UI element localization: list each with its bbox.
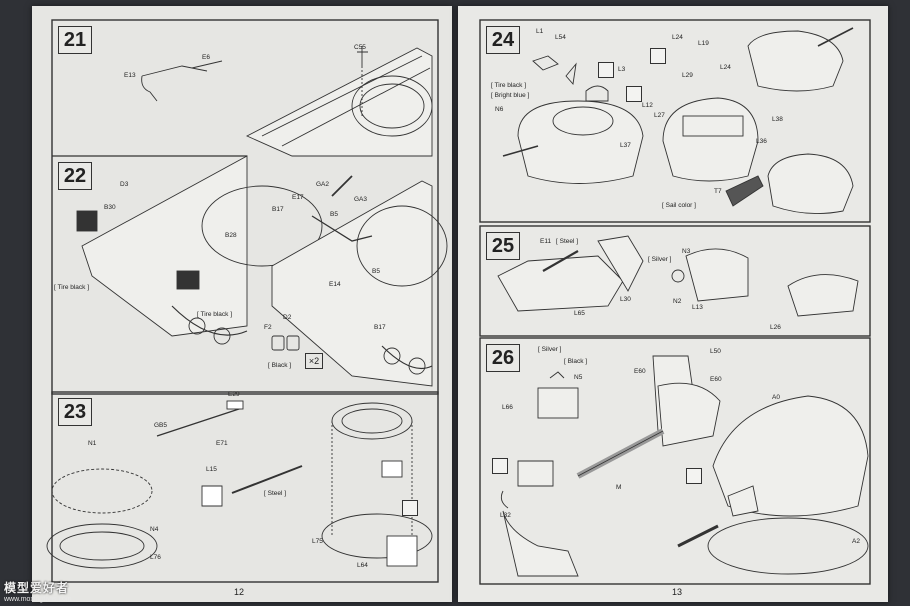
part-label: GB5	[154, 422, 168, 429]
part-label: L64	[357, 562, 368, 569]
glue-icon	[492, 458, 508, 474]
instruction-page-right: 24 25 26 L1 L54 [ Tire black ] [ Bright …	[458, 6, 888, 602]
part-label: L24	[672, 34, 683, 41]
part-label: L19	[698, 40, 709, 47]
paint-note: [ Tire black ]	[54, 284, 90, 291]
step25-mantlet-drawing	[497, 235, 859, 317]
paint-note: [ Black ]	[564, 358, 588, 365]
part-label: E29	[228, 391, 240, 398]
part-label: L36	[756, 138, 767, 145]
part-label: L66	[502, 404, 513, 411]
paint-note: [ Sail color ]	[662, 202, 696, 209]
part-label: A0	[772, 394, 780, 401]
glue-icon	[650, 48, 666, 64]
glue-icon	[402, 500, 418, 516]
part-label: B5	[372, 268, 380, 275]
part-label: L26	[770, 324, 781, 331]
glue-icon	[598, 62, 614, 78]
part-label: C55	[354, 44, 366, 51]
part-label: L29	[682, 72, 693, 79]
paint-note: [ Tire black ]	[491, 82, 527, 89]
part-label: M	[616, 484, 622, 491]
glue-icon	[626, 86, 642, 102]
part-label: L1	[536, 28, 544, 35]
step22-hull-drawing	[76, 155, 448, 387]
part-label: L54	[555, 34, 566, 41]
paint-note: [ Silver ]	[538, 346, 562, 353]
watermark-title: 模型爱好者	[4, 581, 70, 595]
part-label: N2	[673, 298, 682, 305]
part-label: N1	[88, 440, 97, 447]
step24-turret-drawing	[502, 27, 854, 215]
part-label: L30	[620, 296, 631, 303]
step21-hull-drawing	[141, 46, 433, 157]
page-number: 12	[234, 587, 245, 597]
part-label: E6	[202, 54, 210, 61]
left-page-frames	[46, 19, 448, 583]
part-label: L27	[654, 112, 665, 119]
paint-note: [ Steel ]	[264, 490, 287, 497]
part-label: L76	[150, 554, 161, 561]
paint-note: [ Silver ]	[648, 256, 672, 263]
part-label: E14	[329, 281, 341, 288]
paint-note: [ Bright blue ]	[491, 92, 530, 99]
part-label: E60	[634, 368, 646, 375]
instruction-page-left: 21 22 23 E6 E13 C55 D3 B30 B28 [ Tire bl…	[32, 6, 452, 602]
quantity-badge: ×2	[305, 353, 323, 369]
step-number-25: 25	[486, 232, 520, 260]
watermark-url: www.moxingfans.com	[4, 596, 72, 603]
part-label: L15	[206, 466, 217, 473]
step-number-23: 23	[58, 398, 92, 426]
part-label: L37	[620, 142, 631, 149]
part-label: L13	[692, 304, 703, 311]
paint-note: [ Black ]	[268, 362, 292, 369]
part-label: L50	[710, 348, 721, 355]
part-label: L12	[642, 102, 653, 109]
part-label: B17	[272, 206, 284, 213]
part-label: N5	[574, 374, 583, 381]
part-label: F2	[264, 324, 272, 331]
part-label: B17	[374, 324, 386, 331]
part-label: GA3	[354, 196, 368, 203]
part-label: D2	[283, 314, 292, 321]
part-label: L24	[720, 64, 731, 71]
part-label: L3	[618, 66, 626, 73]
part-label: E11	[540, 238, 552, 245]
part-label: T7	[714, 188, 722, 195]
step-number-21: 21	[58, 26, 92, 54]
part-label: L75	[312, 538, 323, 545]
part-label: E71	[216, 440, 228, 447]
part-label: L32	[500, 512, 511, 519]
part-label: E13	[124, 72, 136, 79]
part-label: E60	[710, 376, 722, 383]
page-number: 13	[672, 587, 683, 597]
paint-note: [ Steel ]	[556, 238, 579, 245]
paint-note: [ Tire black ]	[197, 311, 233, 318]
part-label: D3	[120, 181, 129, 188]
watermark: 模型爱好者 www.moxingfans.com	[4, 579, 72, 603]
part-label: N4	[150, 526, 159, 533]
step-number-26: 26	[486, 344, 520, 372]
part-label: N3	[682, 248, 691, 255]
part-label: L38	[772, 116, 783, 123]
step-number-24: 24	[486, 26, 520, 54]
step26-turret-gun-drawing	[500, 355, 869, 577]
step-number-22: 22	[58, 162, 92, 190]
part-label: GA2	[316, 181, 330, 188]
part-label: B28	[225, 232, 237, 239]
glue-icon	[686, 468, 702, 484]
part-label: N6	[495, 106, 504, 113]
right-page-frames	[479, 19, 871, 585]
part-label: E17	[292, 194, 304, 201]
part-label: A2	[852, 538, 860, 545]
step23-turret-ring-drawing	[46, 400, 433, 569]
part-label: B5	[330, 211, 338, 218]
part-label: L65	[574, 310, 585, 317]
part-label: B30	[104, 204, 116, 211]
